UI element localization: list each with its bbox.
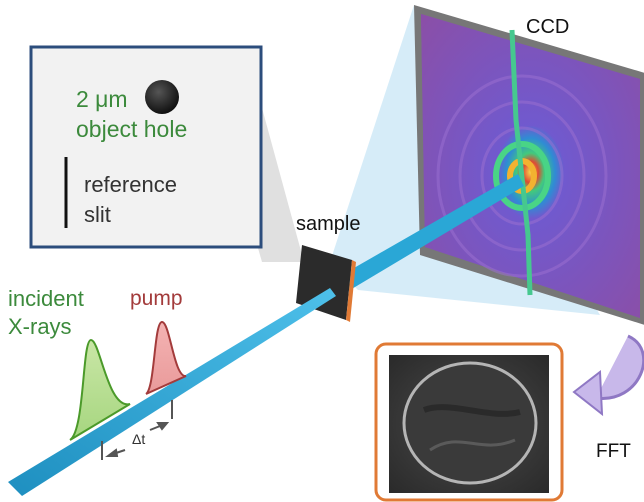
ccd-label: CCD [526,16,569,38]
reference-streak [509,29,533,296]
incident-label: incident [8,286,84,311]
transmitted-beam [333,174,524,296]
xrays-label: X-rays [8,314,72,339]
slit-label: slit [84,202,111,227]
object-hole-icon [145,80,179,114]
reconstruction-inset [374,342,564,502]
delay-marker [101,400,173,460]
incident-pulse [69,338,131,441]
sample-label: sample [296,213,360,235]
ccd-detector [414,5,644,325]
diffraction-ring-green [493,141,551,211]
fft-label: FFT [596,441,631,462]
reference-label: reference [84,172,177,197]
curved-arrow-icon [572,334,644,417]
object-size-label: 2 μm [76,86,128,112]
delay-label: Δt [132,431,145,447]
pump-pulse [145,320,187,395]
diffraction-rings [436,74,608,278]
pump-label: pump [130,287,183,310]
incident-xray-beam [8,288,336,496]
reconstructed-object-outline [402,361,538,485]
sample-inset [29,45,263,249]
object-hole-label: object hole [76,116,187,142]
